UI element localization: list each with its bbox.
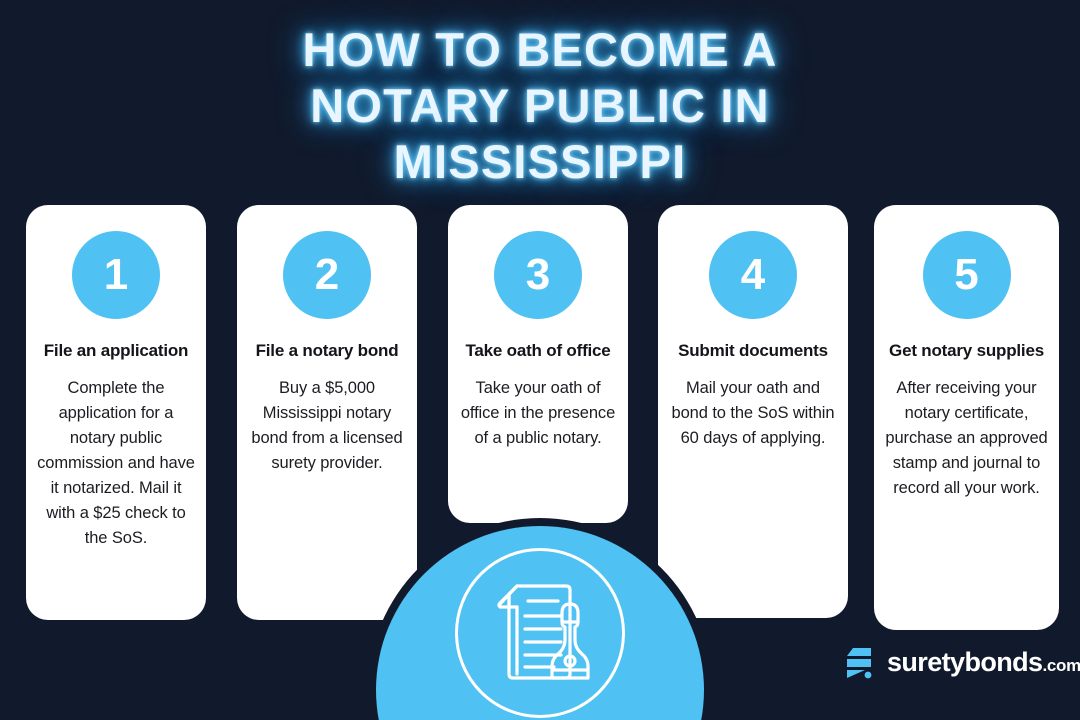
step-title-4: Submit documents	[678, 341, 828, 360]
step-body-5: After receiving your notary certificate,…	[885, 379, 1048, 497]
step-card-2: 2 File a notary bond Buy a $5,000 Missis…	[237, 205, 417, 620]
step-title-2: File a notary bond	[255, 341, 399, 360]
step-card-4: 4 Submit documents Mail your oath and bo…	[658, 205, 848, 618]
center-icon-inner-ring	[455, 548, 625, 718]
step-number-badge-4: 4	[709, 231, 797, 319]
step-body-1: Complete the application for a notary pu…	[37, 379, 195, 547]
step-title-3: Take oath of office	[465, 341, 611, 360]
steps-container: 1 File an application Complete the appli…	[0, 205, 1080, 630]
page-title-line-2: NOTARY PUBLIC IN	[310, 79, 770, 132]
step-number-badge-5: 5	[922, 231, 1011, 319]
logo-tld: .com	[1042, 656, 1080, 675]
step-number-badge-1: 1	[72, 231, 160, 319]
step-card-3: 3 Take oath of office Take your oath of …	[448, 205, 628, 523]
step-title-1: File an application	[43, 341, 189, 360]
step-body-3: Take your oath of office in the presence…	[460, 379, 616, 447]
step-number-badge-3: 3	[494, 231, 582, 319]
notary-document-stamp-icon	[497, 584, 590, 680]
step-card-1: 1 File an application Complete the appli…	[26, 205, 206, 620]
suretybonds-logo[interactable]: suretybonds.com	[845, 646, 1080, 682]
logo-brand: suretybonds	[887, 647, 1043, 677]
page-title: HOW TO BECOME A NOTARY PUBLIC IN MISSISS…	[0, 22, 1080, 190]
step-card-5: 5 Get notary supplies After receiving yo…	[874, 205, 1059, 630]
logo-wordmark: suretybonds.com	[887, 647, 1080, 681]
page-title-line-3: MISSISSIPPI	[393, 135, 687, 188]
step-number-badge-2: 2	[283, 231, 371, 319]
page-title-line-1: HOW TO BECOME A	[302, 23, 778, 76]
step-body-4: Mail your oath and bond to the SoS withi…	[671, 379, 835, 447]
step-body-2: Buy a $5,000 Mississippi notary bond fro…	[251, 379, 403, 472]
suretybonds-logo-mark-icon	[847, 648, 872, 679]
step-title-5: Get notary supplies	[889, 341, 1044, 360]
